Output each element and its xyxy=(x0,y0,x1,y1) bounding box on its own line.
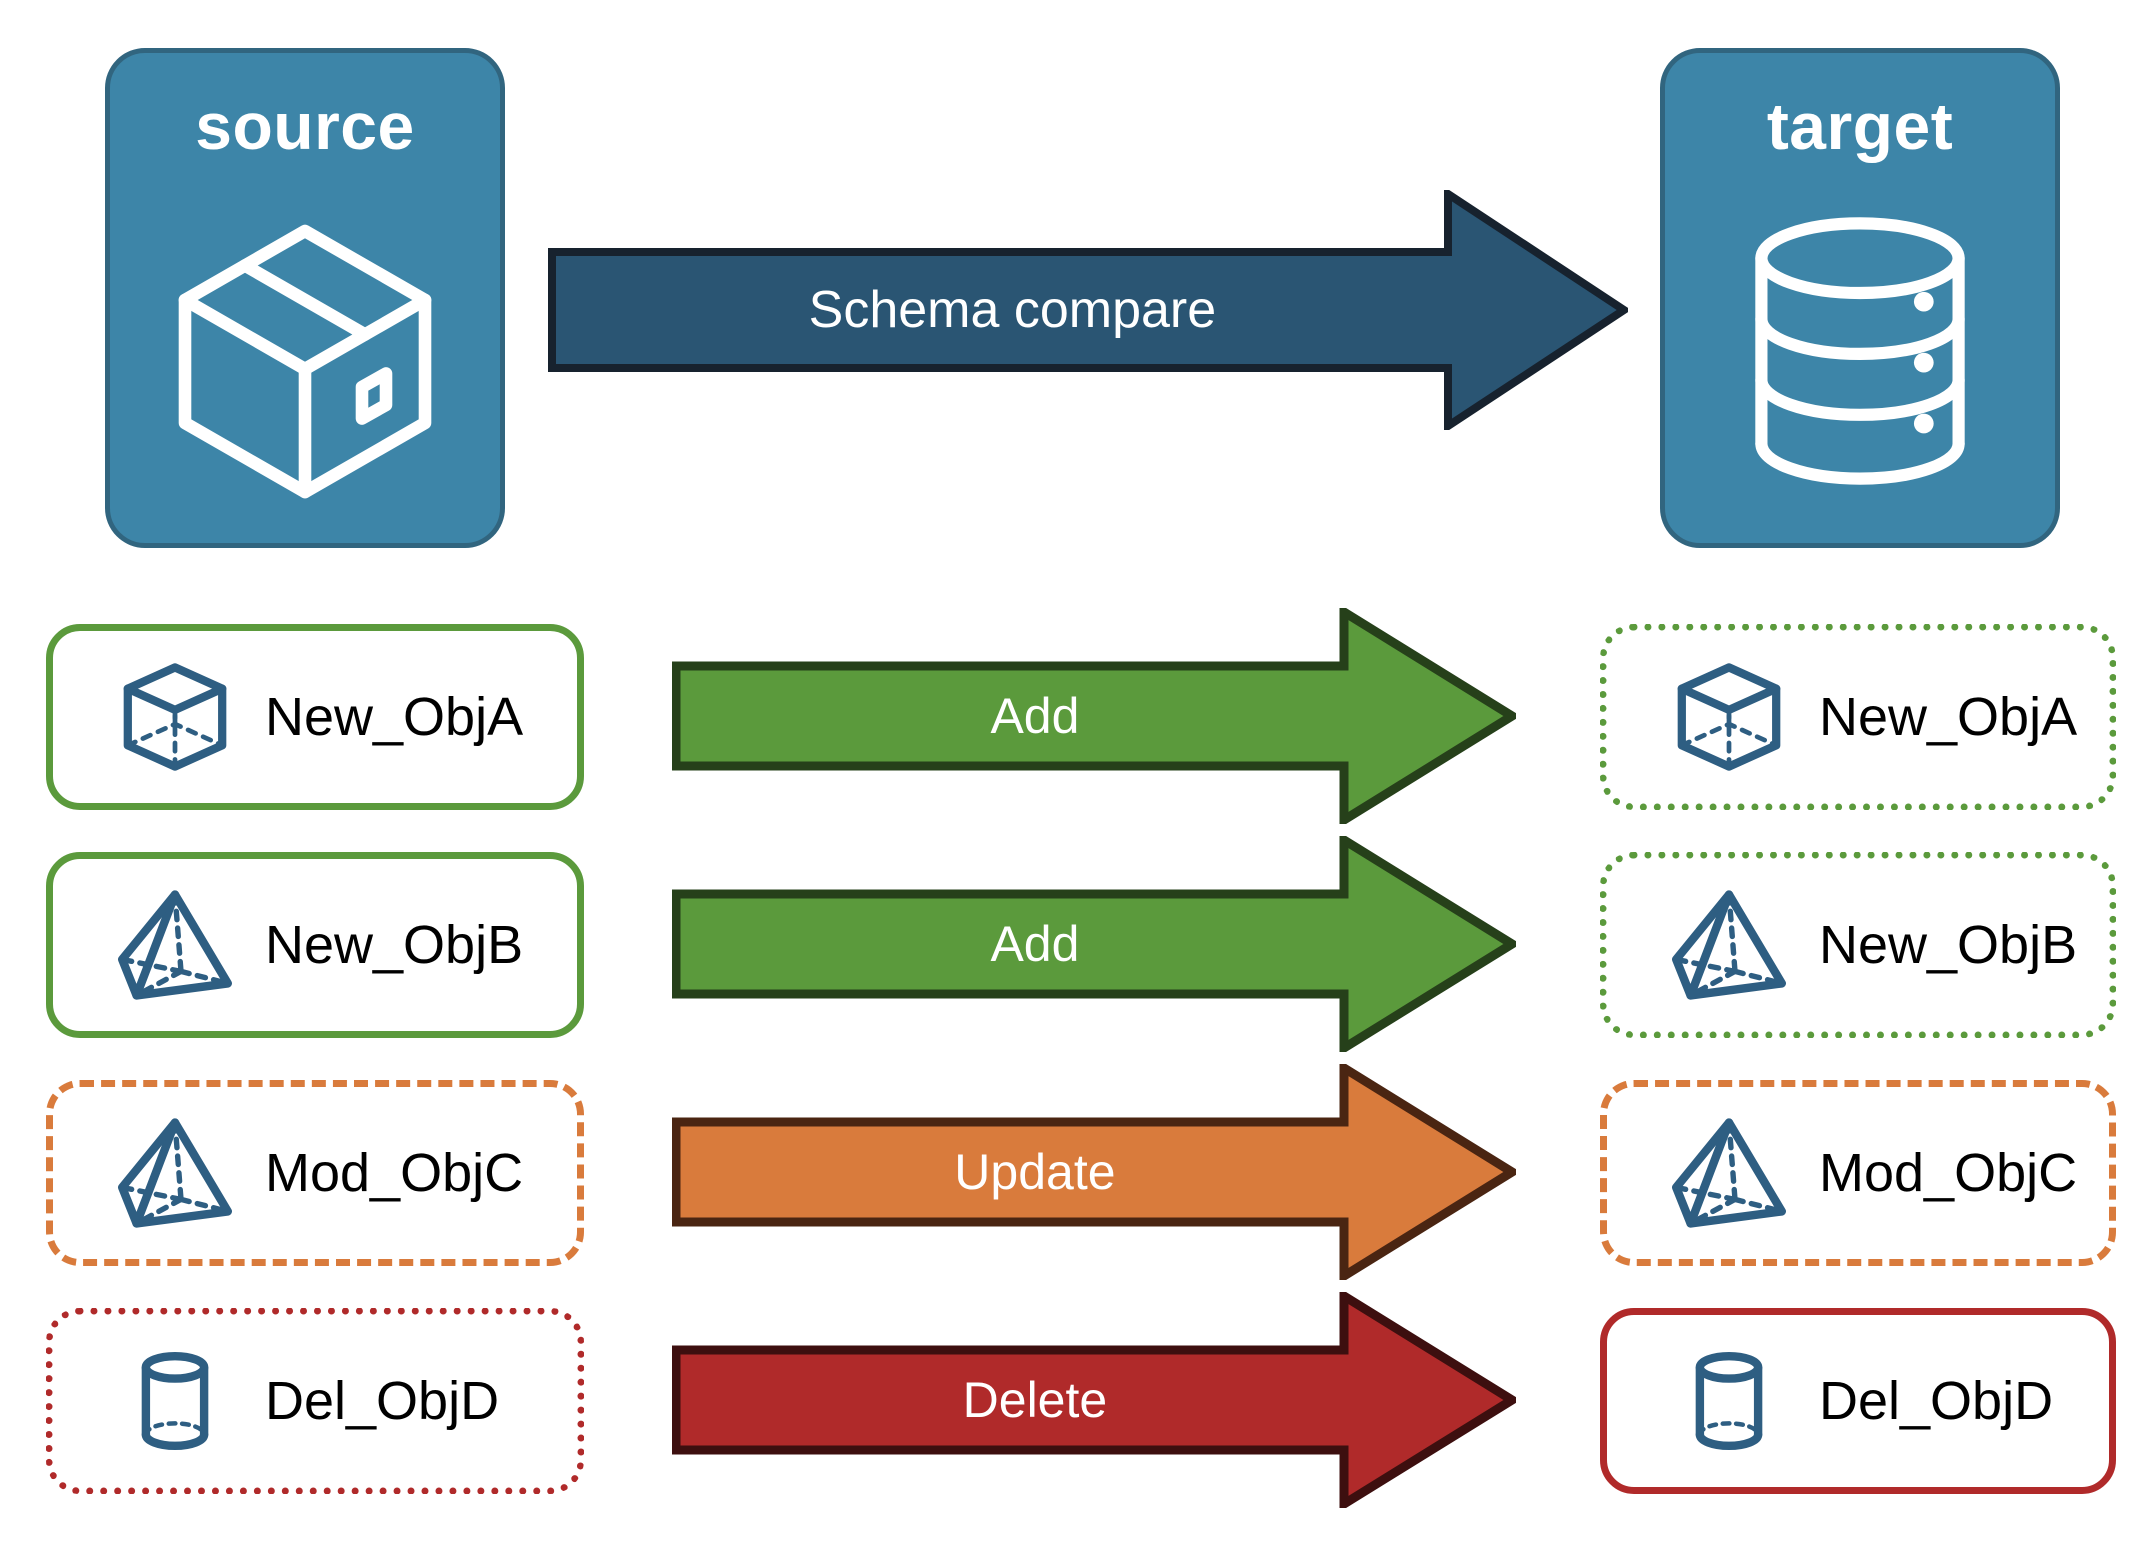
source-object-box-new-objb[interactable]: New_ObjB xyxy=(46,852,584,1038)
wireframe-pyramid-icon xyxy=(115,885,235,1005)
source-panel-title: source xyxy=(195,89,415,163)
source-object-box-mod-objc[interactable]: Mod_ObjC xyxy=(46,1080,584,1266)
delete-arrow-row-4: Delete xyxy=(671,1287,1521,1513)
add-arrow-row-1: Add xyxy=(671,603,1521,829)
target-panel: target xyxy=(1660,48,2060,548)
wireframe-cube-icon xyxy=(115,657,235,777)
source-object-box-del-objd[interactable]: Del_ObjD xyxy=(46,1308,584,1494)
source-panel: source xyxy=(105,48,505,548)
wireframe-pyramid-icon xyxy=(115,1113,235,1233)
target-object-label: Mod_ObjC xyxy=(1819,1143,2078,1203)
target-object-label: New_ObjB xyxy=(1819,915,2078,975)
target-panel-title: target xyxy=(1766,89,1954,163)
target-object-box-new-obja[interactable]: New_ObjA xyxy=(1600,624,2116,810)
target-object-box-del-objd[interactable]: Del_ObjD xyxy=(1600,1308,2116,1494)
source-object-label: Del_ObjD xyxy=(265,1371,500,1431)
wireframe-cylinder-icon xyxy=(1669,1341,1789,1461)
source-object-label: New_ObjA xyxy=(265,687,524,747)
target-object-box-new-objb[interactable]: New_ObjB xyxy=(1600,852,2116,1038)
update-arrow-row-3: Update xyxy=(671,1059,1521,1285)
target-object-label: Del_ObjD xyxy=(1819,1371,2054,1431)
wireframe-cylinder-icon xyxy=(115,1341,235,1461)
target-object-label: New_ObjA xyxy=(1819,687,2078,747)
source-object-label: New_ObjB xyxy=(265,915,524,975)
wireframe-cube-icon xyxy=(1669,657,1789,777)
wireframe-pyramid-icon xyxy=(1669,885,1789,1005)
database-cylinder-icon xyxy=(1665,159,2055,543)
source-object-box-new-obja[interactable]: New_ObjA xyxy=(46,624,584,810)
source-object-label: Mod_ObjC xyxy=(265,1143,524,1203)
target-object-box-mod-objc[interactable]: Mod_ObjC xyxy=(1600,1080,2116,1266)
package-cube-icon xyxy=(110,159,500,543)
schema-compare-arrow: Schema compare xyxy=(548,186,1632,434)
add-arrow-row-2: Add xyxy=(671,831,1521,1057)
wireframe-pyramid-icon xyxy=(1669,1113,1789,1233)
